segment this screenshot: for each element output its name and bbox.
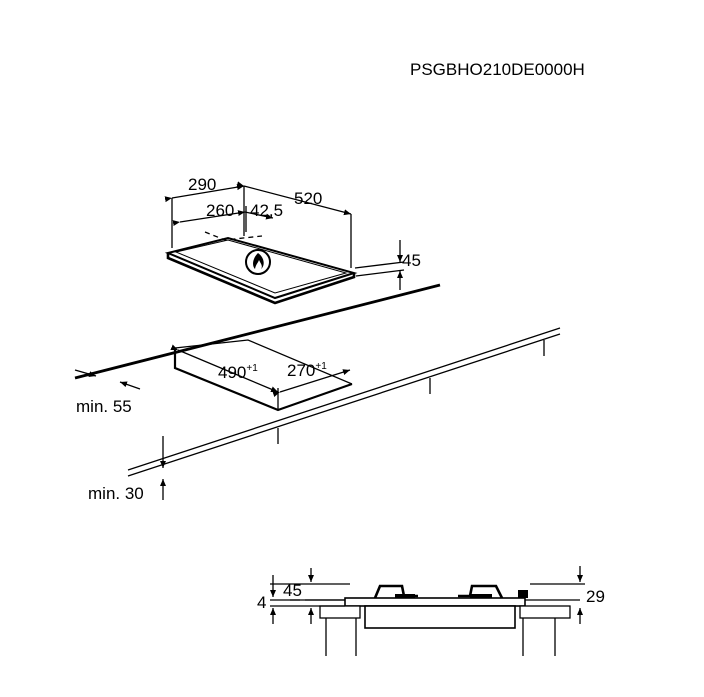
hob-plate-inner xyxy=(174,239,348,294)
hob-isometric: 290 260 42,5 520 45 xyxy=(164,175,421,305)
label-side-left-inner: 45 xyxy=(283,581,302,600)
label-height: 45 xyxy=(402,251,421,270)
label-min-front: min. 55 xyxy=(76,397,132,416)
label-depth: 520 xyxy=(294,189,322,208)
label-width-outer: 290 xyxy=(188,175,216,194)
label-cutout-depth: 490+1 xyxy=(218,363,258,382)
label-cutout-width: 270+1 xyxy=(287,361,327,380)
label-side-left-outer: 4 xyxy=(257,593,266,612)
flame-icon xyxy=(245,249,271,275)
label-width-inner: 260 xyxy=(206,201,234,220)
label-offset: 42,5 xyxy=(250,201,283,220)
model-code: PSGBHO210DE0000H xyxy=(410,60,585,79)
worktop-cutout: 490+1 270+1 min. 55 min. 30 xyxy=(74,283,561,503)
label-side-right: 29 xyxy=(586,587,605,606)
label-min-below: min. 30 xyxy=(88,484,144,503)
side-view: 4 45 29 xyxy=(257,566,605,656)
